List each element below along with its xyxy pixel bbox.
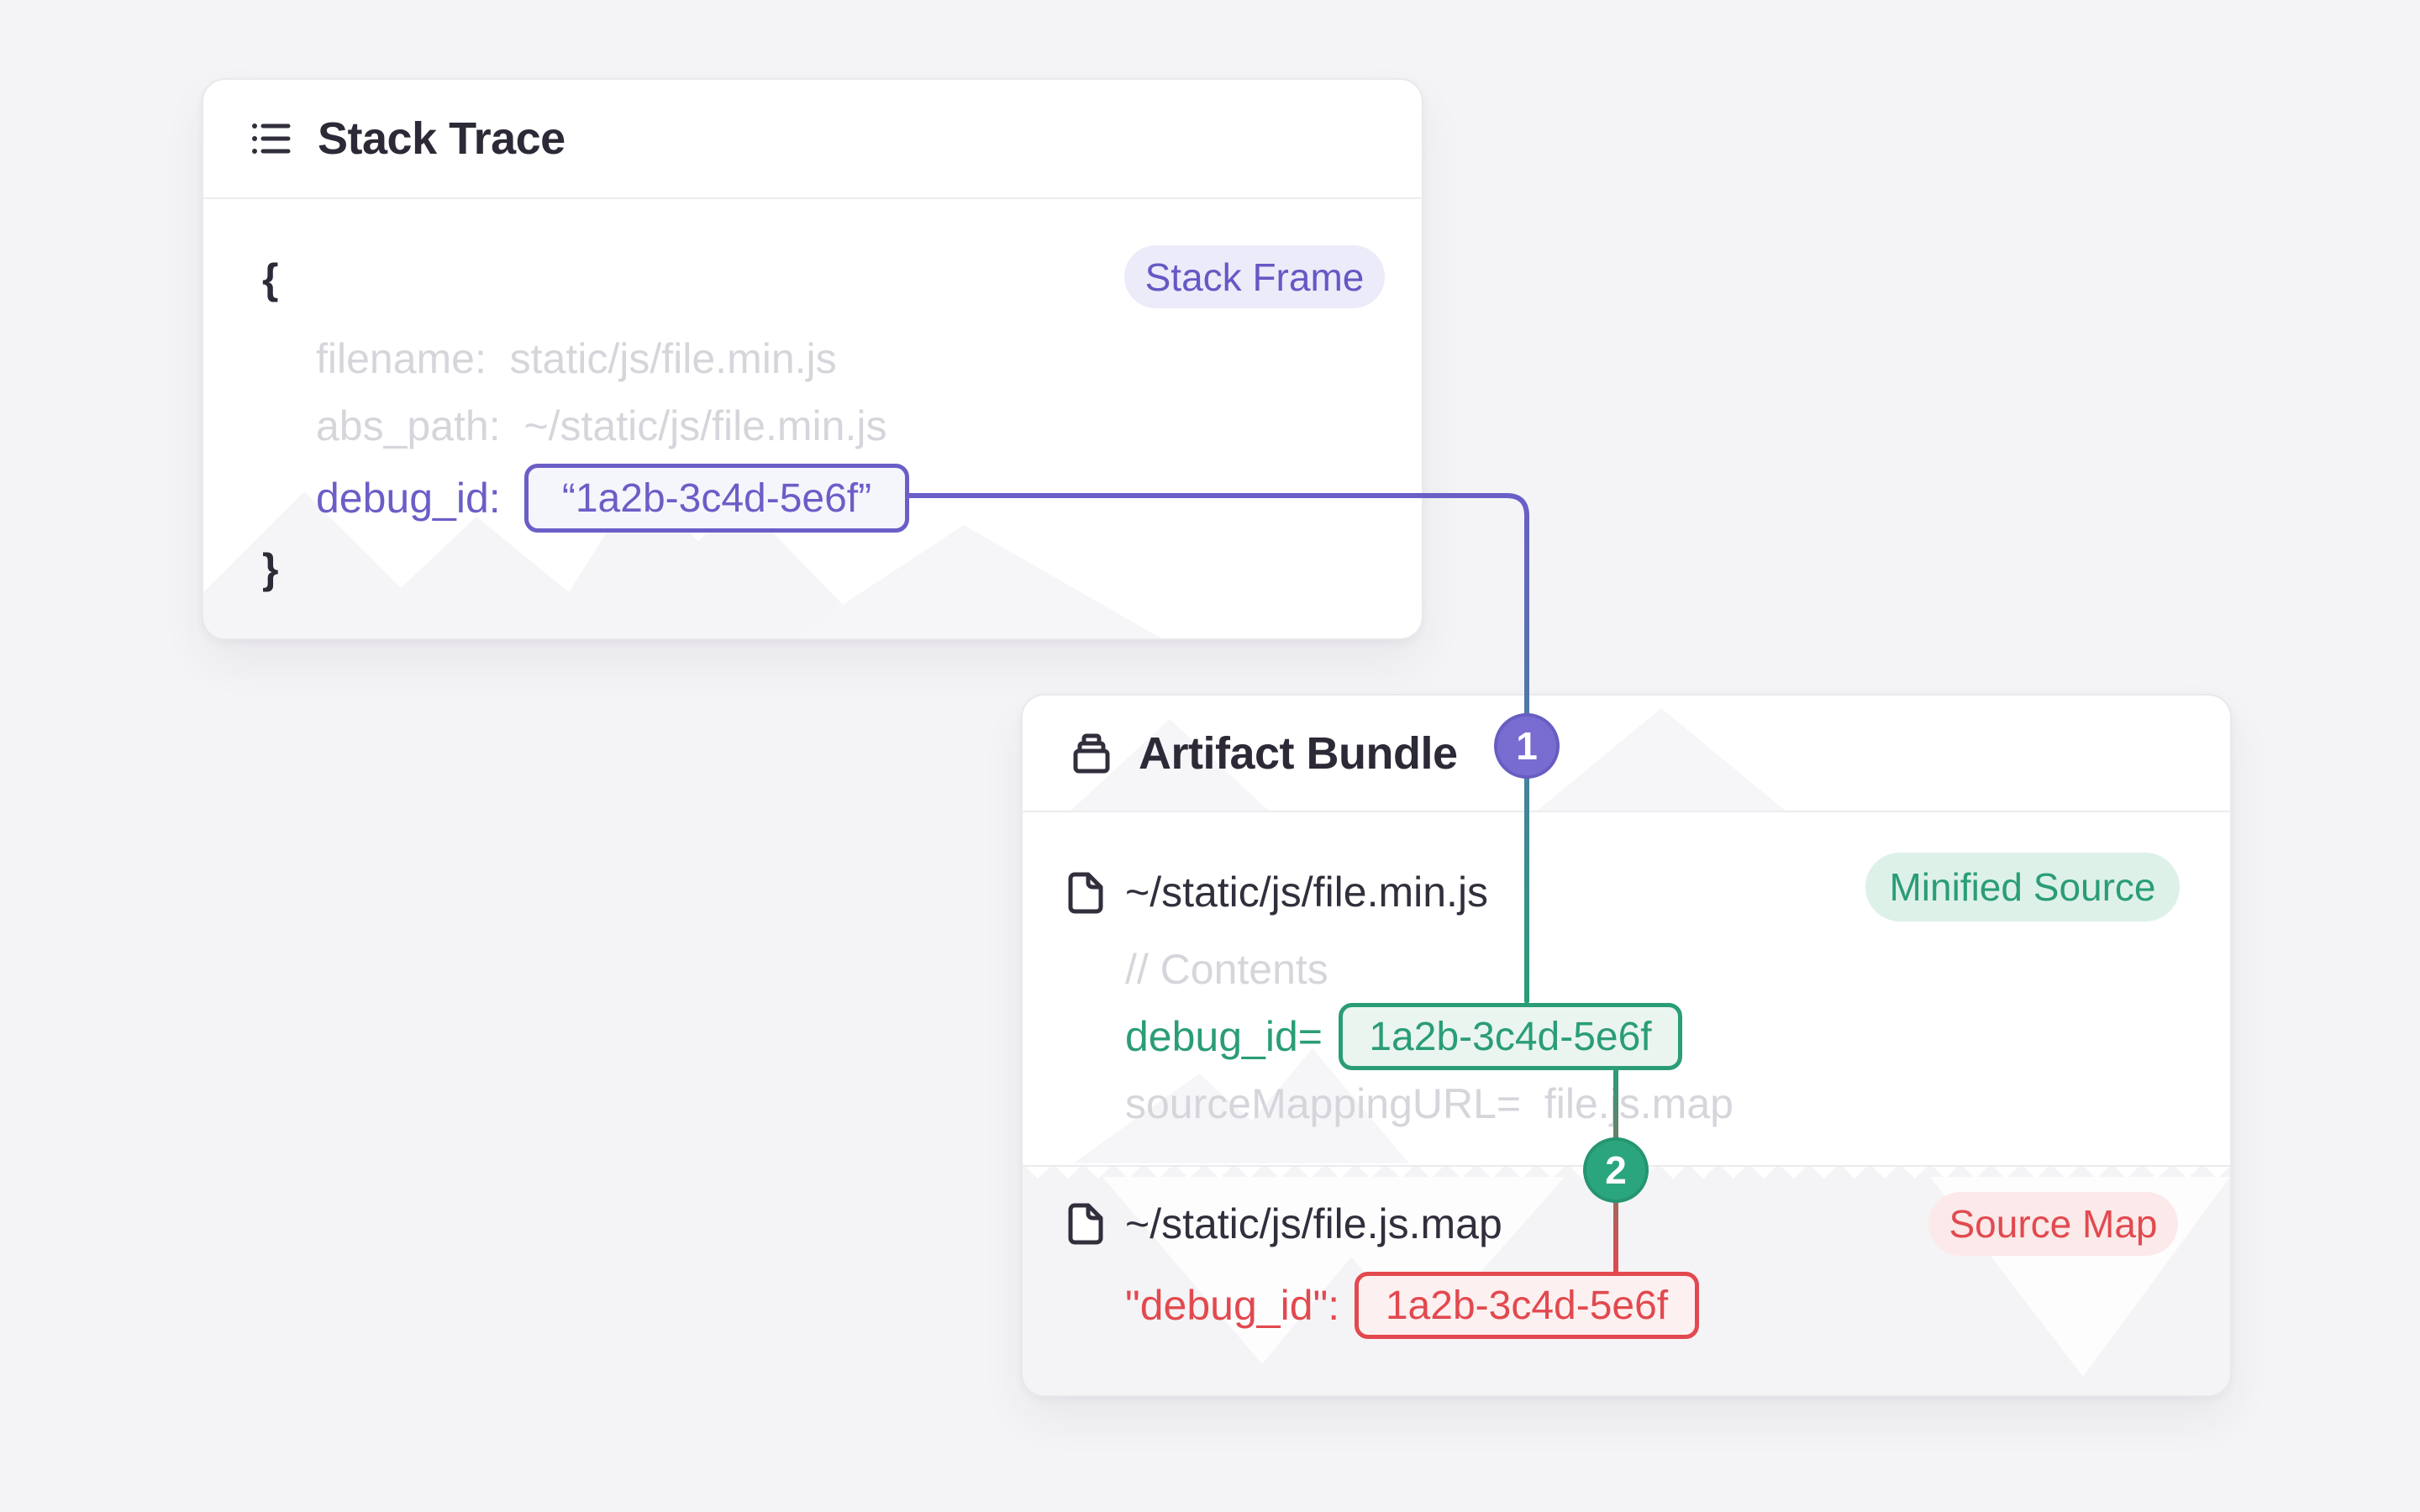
contents-comment: // Contents	[1125, 946, 1328, 993]
artifact-bundle-card: Artifact Bundle ~/static/js/file.min.js …	[1021, 694, 2232, 1397]
archive-icon	[1073, 733, 1110, 773]
minified-source-badge: Minified Source	[1865, 853, 2180, 921]
step-1-badge: 1	[1494, 713, 1560, 779]
source-mapping-url-line: sourceMappingURL= file.js.map	[1125, 1080, 1733, 1127]
open-brace: {	[262, 255, 279, 302]
artifact-bundle-title: Artifact Bundle	[1139, 727, 1458, 779]
file-icon	[1068, 872, 1103, 914]
abs-path-line: abs_path: ~/static/js/file.min.js	[316, 402, 887, 449]
source-map-filename: ~/static/js/file.js.map	[1125, 1200, 1502, 1247]
step-2-badge: 2	[1583, 1137, 1649, 1203]
minified-source-filename: ~/static/js/file.min.js	[1125, 869, 1489, 916]
bundle-debug-id-key: debug_id=	[1125, 1013, 1323, 1060]
close-brace: }	[262, 545, 279, 592]
list-icon	[252, 123, 291, 154]
source-map-badge: Source Map	[1928, 1192, 2178, 1256]
bundle-debug-id-value-box: 1a2b-3c4d-5e6f	[1339, 1003, 1682, 1070]
stack-trace-title: Stack Trace	[318, 113, 566, 164]
stack-trace-card: Stack Trace Stack Frame { filename: stat…	[202, 78, 1423, 640]
artifact-bundle-header: Artifact Bundle	[1023, 696, 2230, 812]
stack-trace-header: Stack Trace	[203, 80, 1422, 199]
debug-id-value-box: “1a2b-3c4d-5e6f”	[524, 464, 909, 533]
filename-line: filename: static/js/file.min.js	[316, 335, 837, 382]
debug-id-key: debug_id:	[316, 475, 501, 522]
map-debug-id-key: "debug_id":	[1125, 1282, 1340, 1329]
stack-frame-badge: Stack Frame	[1124, 245, 1385, 308]
map-debug-id-value-box: 1a2b-3c4d-5e6f	[1355, 1272, 1699, 1339]
